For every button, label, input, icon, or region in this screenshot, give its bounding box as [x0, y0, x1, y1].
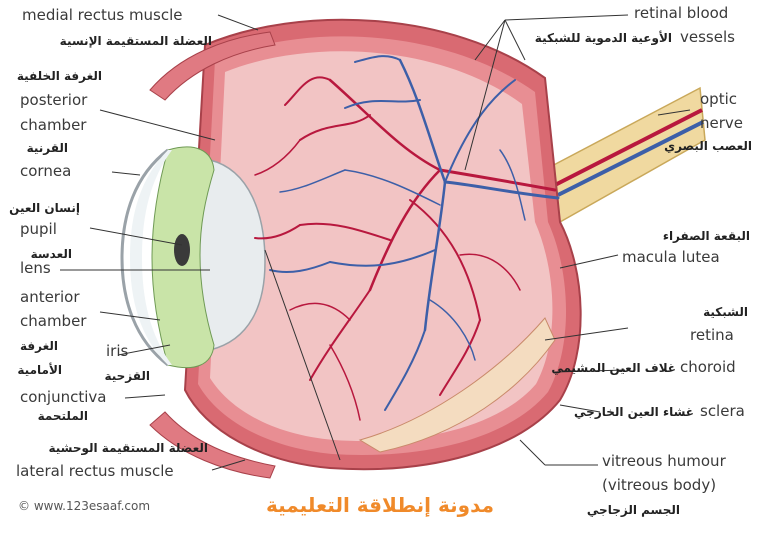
- label-retina-en: retina: [690, 326, 734, 344]
- label-lateral-rectus-en: lateral rectus muscle: [16, 462, 174, 480]
- label-pupil-ar: إنسان العين: [9, 201, 80, 215]
- label-cornea-ar: القرنية: [27, 141, 68, 155]
- label-anterior-chamber-ar-2: الأمامية: [17, 362, 62, 377]
- label-medial-rectus-en: medial rectus muscle: [22, 6, 183, 24]
- label-optic-nerve-en-2: nerve: [700, 114, 743, 132]
- label-lens-en: lens: [20, 259, 51, 277]
- pupil-shape: [174, 234, 190, 266]
- label-lateral-rectus-ar: العضلة المستقيمة الوحشية: [48, 441, 208, 456]
- label-retinal-vessels-ar: الأوعية الدموية للشبكية: [535, 30, 672, 46]
- blog-title: مدونة إنطلاقة التعليمية: [266, 493, 494, 517]
- label-conjunctiva-en: conjunctiva: [20, 388, 106, 406]
- label-choroid-en: choroid: [680, 358, 736, 376]
- label-sclera-ar: غشاء العين الخارجي: [574, 405, 694, 419]
- label-retina-ar: الشبكية: [703, 305, 748, 319]
- label-macula-ar: البقعة الصفراء: [663, 229, 750, 243]
- label-medial-rectus-ar: العضلة المستقيمة الإنسية: [60, 34, 212, 48]
- watermark: © www.123esaaf.com: [18, 499, 150, 513]
- label-macula-en: macula lutea: [622, 248, 720, 266]
- label-vitreous-en-1: vitreous humour: [602, 452, 727, 470]
- label-optic-nerve-en-1: optic: [700, 90, 737, 108]
- label-pupil-en: pupil: [20, 220, 57, 238]
- label-cornea-en: cornea: [20, 162, 71, 180]
- label-sclera-en: sclera: [700, 402, 745, 420]
- label-vitreous-ar: الجسم الزجاجي: [587, 503, 680, 517]
- label-retinal-vessels-en-1: retinal blood: [634, 4, 728, 22]
- label-choroid-ar: غلاف العين المشيمي: [551, 361, 676, 375]
- label-posterior-chamber-en-2: chamber: [20, 116, 87, 134]
- label-posterior-chamber-en-1: posterior: [20, 91, 88, 109]
- label-vitreous-en-2: (vitreous body): [602, 476, 716, 494]
- label-iris-en: iris: [106, 342, 129, 360]
- label-iris-ar: القزحية: [104, 369, 150, 383]
- label-anterior-chamber-en-1: anterior: [20, 288, 80, 306]
- label-conjunctiva-ar: الملتحمة: [38, 409, 88, 423]
- label-anterior-chamber-ar-1: الغرفة: [20, 339, 58, 353]
- label-optic-nerve-ar: العصب البصري: [664, 139, 752, 153]
- label-retinal-vessels-en-2: vessels: [680, 28, 735, 46]
- optic-nerve: [548, 88, 705, 222]
- label-posterior-chamber-ar: الغرفة الخلفية: [17, 69, 102, 83]
- label-anterior-chamber-en-2: chamber: [20, 312, 87, 330]
